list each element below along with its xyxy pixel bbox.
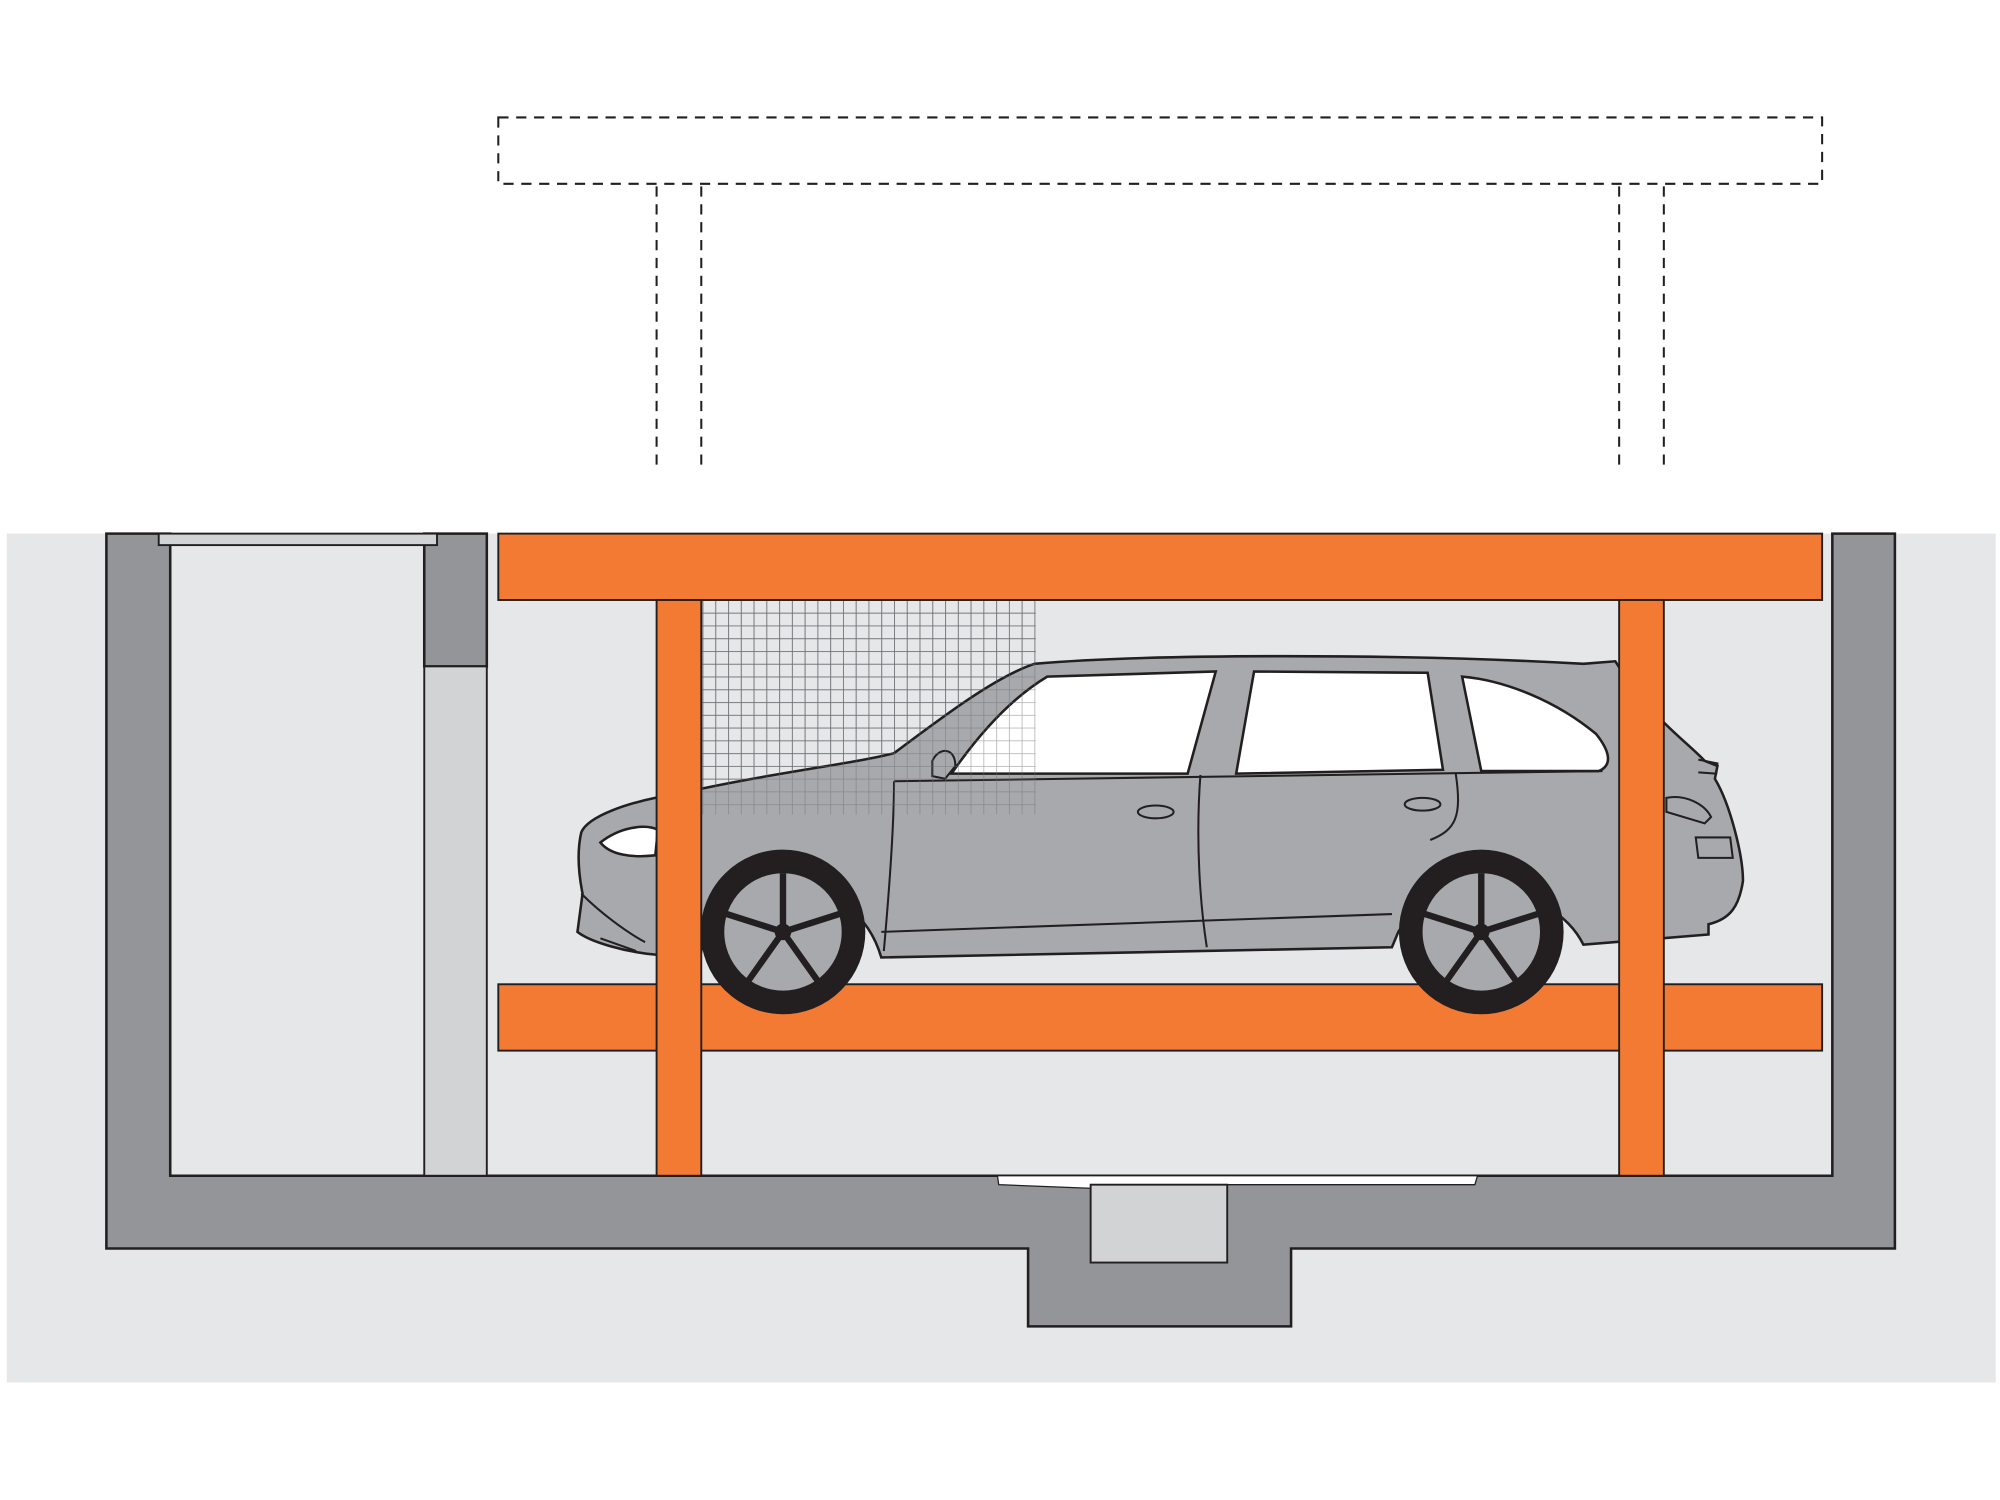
car-window-middle bbox=[1234, 670, 1445, 775]
car-rear-wheel bbox=[1398, 849, 1564, 1015]
car-front-wheel bbox=[700, 849, 866, 1015]
raised-platform-outline bbox=[497, 116, 1824, 465]
car-spoiler bbox=[1698, 758, 1719, 775]
car-door-handle-rear bbox=[1403, 796, 1442, 812]
upper-platform-deck bbox=[497, 532, 1824, 601]
concrete-pit bbox=[105, 532, 1897, 1328]
car-sill-line bbox=[881, 913, 1392, 933]
service-shaft-column bbox=[423, 665, 488, 1177]
car-window-rear bbox=[1460, 675, 1610, 773]
car-door-line-front bbox=[1197, 774, 1208, 948]
service-shaft-wall bbox=[422, 532, 489, 668]
car-taillight bbox=[1665, 796, 1713, 825]
shaft-cover-plate bbox=[157, 532, 438, 547]
car-door-line-rear bbox=[1429, 773, 1460, 841]
car-front-bumper bbox=[580, 892, 646, 953]
car-door-handle-front bbox=[1136, 804, 1175, 820]
lift-post-right bbox=[1618, 599, 1665, 1177]
drain-sump bbox=[1089, 1183, 1229, 1264]
lower-platform-deck bbox=[497, 983, 1824, 1052]
safety-mesh-overlay bbox=[701, 600, 1036, 815]
raised-top-deck bbox=[497, 116, 1824, 185]
lift-post-left bbox=[655, 599, 703, 1177]
car-rear-plate bbox=[1694, 836, 1734, 859]
